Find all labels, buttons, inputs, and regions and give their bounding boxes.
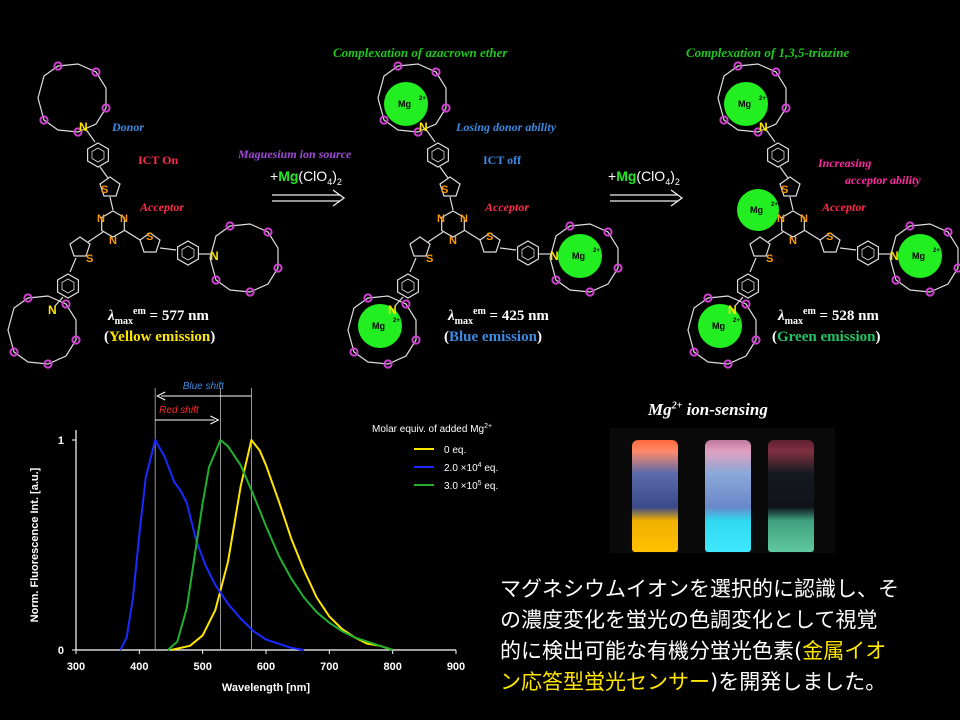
mg-sup: 2+ [593,248,600,254]
svg-text:N: N [460,213,468,225]
x-tick-label: 700 [320,661,338,673]
svg-text:N: N [890,249,899,263]
x-tick-label: 900 [447,661,465,673]
svg-text:S: S [86,253,93,265]
description: マグネシウムイオンを選択的に認識し、そ の濃度変化を蛍光の色調変化として視覚 的… [500,577,899,694]
svg-text:S: S [486,231,493,243]
y-axis-label: Norm. Fluorescence Int. [a.u.] [29,467,41,622]
mg-sup: 2+ [393,318,400,324]
x-tick-label: 500 [193,661,211,673]
molecule-1: N S N N N S S N N [7,61,283,369]
svg-text:N: N [48,303,57,317]
vial-yellow [632,440,678,552]
svg-text:Mg: Mg [750,205,763,215]
mg-sup: 2+ [419,96,426,102]
svg-text:S: S [441,184,448,196]
header-azacrown: Complexation of azacrown ether [333,45,508,60]
x-tick-label: 400 [130,661,148,673]
reagent-2: +Mg(ClO4)2 [608,168,680,187]
photo-title: Mg2+ ion-sensing [648,400,768,419]
label-acceptor-2: Acceptor [485,200,529,214]
red-shift-label: Red shift [159,405,200,416]
svg-text:N: N [437,213,445,225]
label-donor: Donor [112,120,145,134]
svg-text:N: N [120,213,128,225]
blue-shift-arrowhead [156,391,166,401]
molecule-3: Mg Mg Mg Mg N S N N N S S N N [687,61,960,369]
emission-1: (Yellow emission) [104,329,216,345]
svg-text:N: N [97,213,105,225]
label-acceptor-1: Acceptor [140,200,184,214]
svg-text:N: N [210,249,219,263]
legend-entry: 2.0 ×104 eq. [444,462,498,474]
legend-entry: 0 eq. [444,445,466,456]
label-mg-source: Maguesium ion source [238,147,352,161]
mg-sup: 2+ [733,318,740,324]
s-atom: S [101,184,108,196]
series-line [119,439,305,651]
label-losing-donor: Losing donor ability [456,120,557,134]
mg-ion [384,82,428,126]
label-acceptor-ability: acceptor ability [845,173,921,187]
mg-sup: 2+ [759,96,766,102]
x-tick-label: 800 [383,661,401,673]
lambda-3: λmaxem = 528 nm [778,306,879,327]
y-tick-label: 1 [58,435,64,447]
reaction-arrow-2 [610,189,684,207]
lambda-2: λmaxem = 425 nm [448,306,549,327]
series-line [170,439,394,651]
molecule-2: Mg Mg Mg N S N N N S S N N [347,61,623,369]
svg-text:N: N [388,303,397,317]
svg-text:S: S [781,184,788,196]
svg-text:Mg: Mg [398,99,411,109]
svg-text:Mg: Mg [572,251,585,261]
svg-text:Mg: Mg [912,251,925,261]
svg-text:Mg: Mg [372,321,385,331]
x-tick-label: 600 [257,661,275,673]
svg-text:N: N [419,120,428,134]
svg-text:S: S [426,253,433,265]
svg-text:N: N [800,213,808,225]
svg-text:N: N [449,235,457,247]
series-line [167,439,394,651]
blue-shift-label: Blue shift [183,381,225,392]
header-triazine: Complexation of 1,3,5-triazine [686,45,850,60]
x-axis-label: Wavelength [nm] [222,682,311,694]
legend-entry: 3.0 ×105 eq. [444,480,498,492]
mg-sup: 2+ [771,202,778,208]
svg-text:N: N [550,249,559,263]
vial-green [768,440,814,552]
n-atom: N [79,120,88,134]
vial-blue [705,440,751,552]
mg-sup: 2+ [933,248,940,254]
reagent-1: +Mg(ClO4)2 [270,168,342,187]
svg-text:S: S [826,231,833,243]
y-tick-label: 0 [58,645,64,657]
reaction-scheme: N S N N N S S N N Mg Mg Mg N [7,61,960,369]
svg-text:N: N [759,120,768,134]
emission-2: (Blue emission) [444,329,542,345]
reaction-arrow-1 [272,189,346,207]
vials-photo [610,428,835,553]
label-increasing: Increasing [818,156,872,170]
label-acceptor-3: Acceptor [822,200,866,214]
svg-text:Mg: Mg [738,99,751,109]
svg-text:S: S [766,253,773,265]
lambda-1: λmaxem = 577 nm [108,306,209,327]
emission-3: (Green emission) [772,329,881,345]
svg-text:Mg: Mg [712,321,725,331]
label-ict-off: ICT off [483,153,522,167]
legend-title: Molar equiv. of added Mg2+ [372,423,492,435]
x-tick-label: 300 [67,661,85,673]
svg-text:N: N [789,235,797,247]
red-shift-arrowhead [210,415,220,425]
svg-text:N: N [109,235,117,247]
svg-text:N: N [777,213,785,225]
svg-text:S: S [146,231,153,243]
svg-text:N: N [728,303,737,317]
label-ict-on: ICT On [138,153,179,167]
